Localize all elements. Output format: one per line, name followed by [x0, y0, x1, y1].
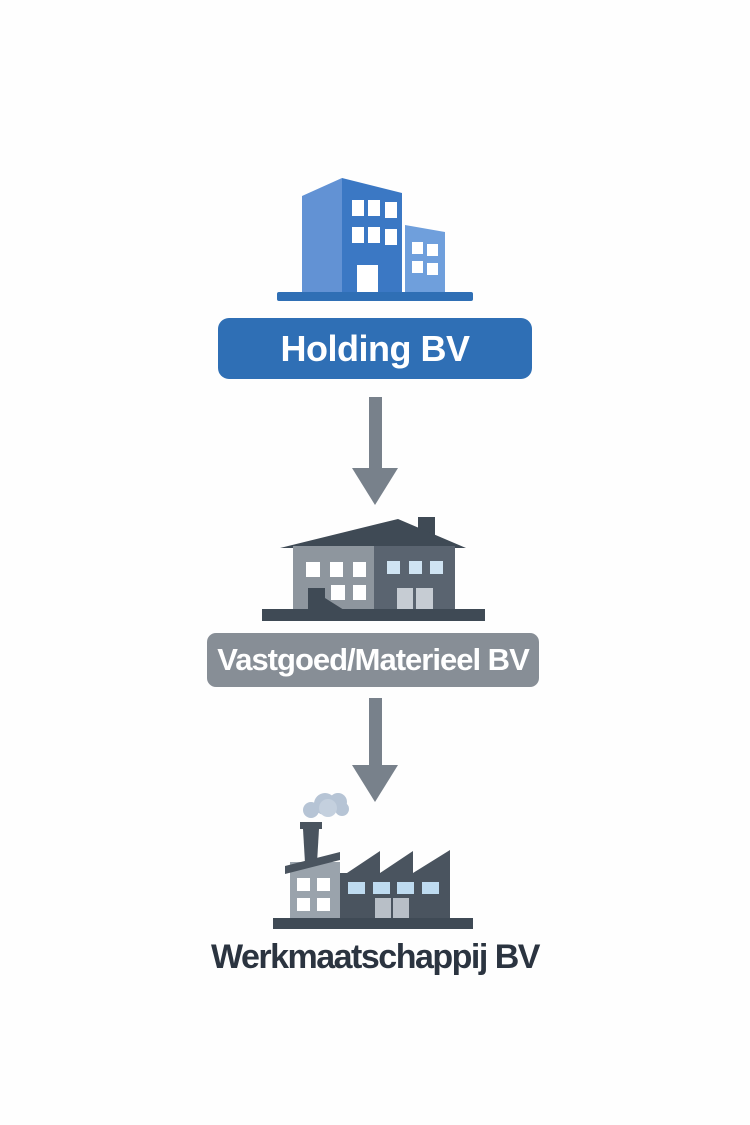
arrow-down-icon — [352, 397, 398, 505]
house-shapes — [262, 517, 485, 621]
arrow-down-shape — [352, 397, 398, 505]
office-building-icon — [277, 178, 473, 301]
factory-shapes — [273, 793, 473, 929]
factory-icon — [273, 793, 473, 929]
holding-banner-label: Holding BV — [280, 327, 470, 369]
vastgoed-banner-label: Vastgoed/Materieel BV — [217, 642, 530, 677]
arrow-down-icon — [352, 698, 398, 802]
vastgoed-banner: Vastgoed/Materieel BV — [207, 633, 539, 687]
arrow-down-shape — [352, 698, 398, 802]
holding-banner: Holding BV — [218, 318, 532, 379]
office-building-shapes — [277, 178, 473, 301]
house-icon — [262, 517, 485, 621]
smoke-icon — [303, 793, 349, 818]
werkmaatschappij-label: Werkmaatschappij BV — [210, 938, 541, 976]
